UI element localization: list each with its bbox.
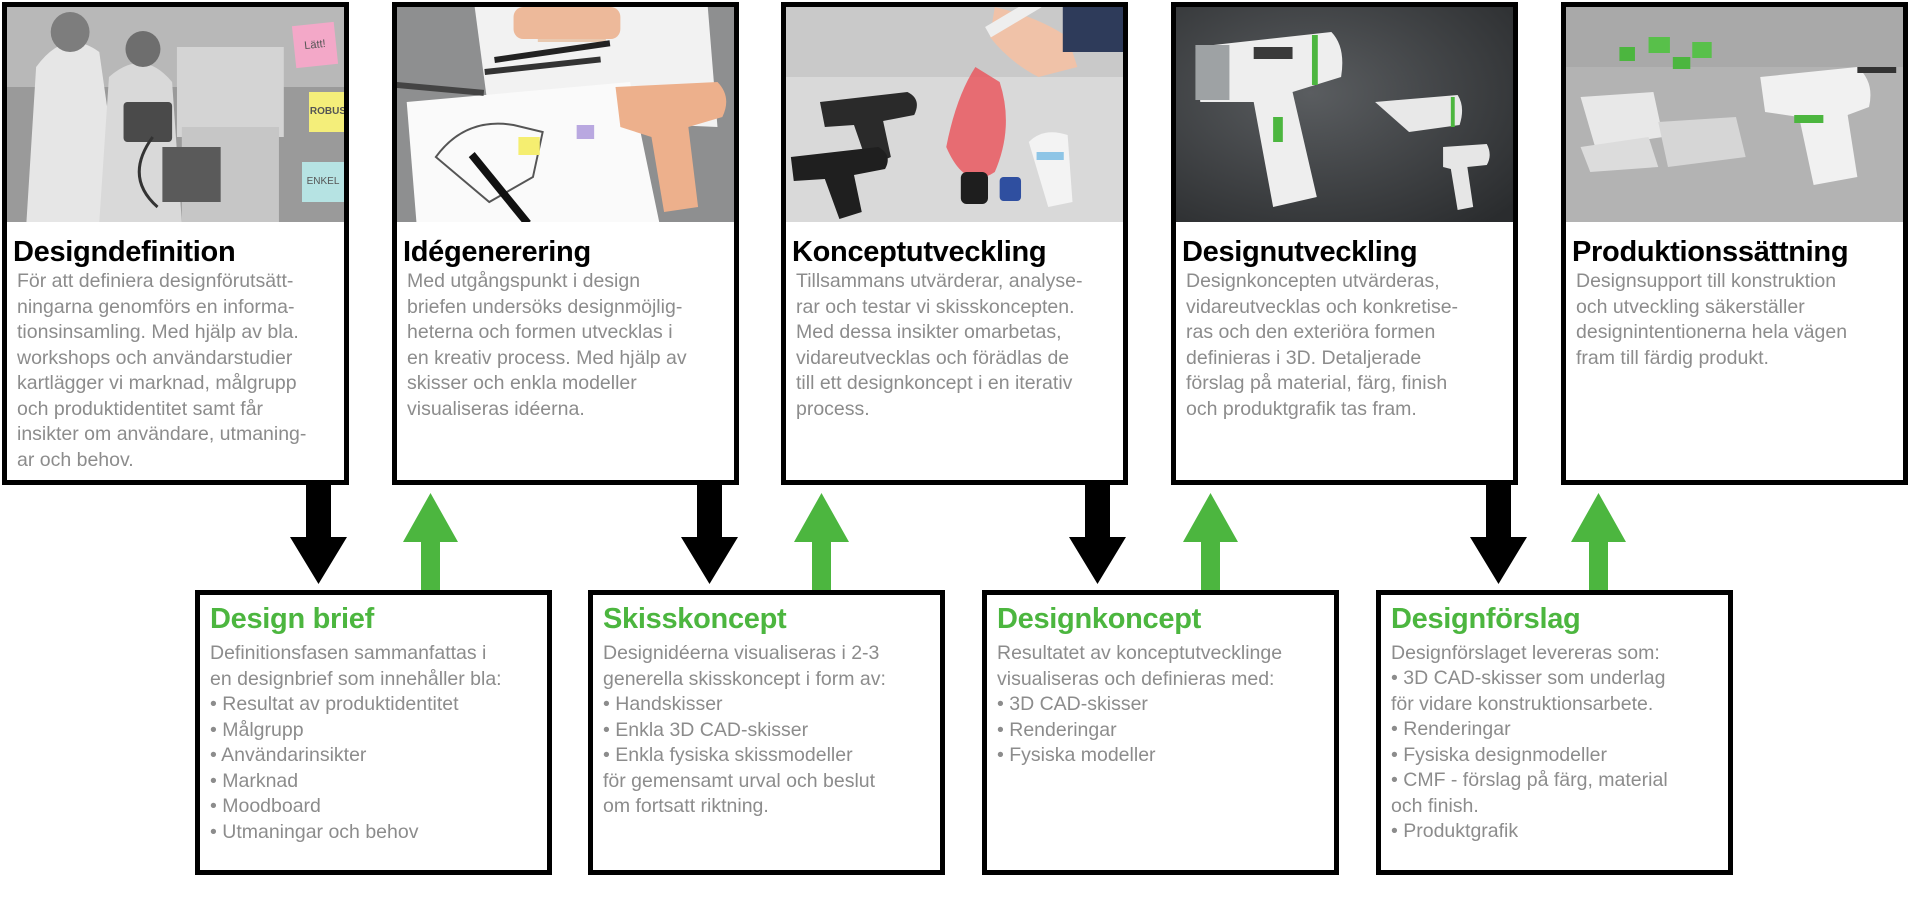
deliverable-list: • 3D CAD-skisser som underlag för vidare… — [1391, 666, 1668, 845]
arrow-down-black — [290, 485, 347, 584]
arrow-up-green — [1183, 493, 1238, 590]
list-item: • Resultat av produktidentitet — [210, 693, 459, 715]
deliverable-list: • 3D CAD-skisser • Renderingar • Fysiska… — [997, 692, 1156, 769]
list-item: • Moodboard — [210, 795, 321, 817]
deliverable-list: • Resultat av produktidentitet • Målgrup… — [210, 692, 459, 845]
sticky-note-robust: ROBUST — [309, 92, 344, 132]
phase-produktionssattning: Produktionssättning Designsupport till k… — [1561, 2, 1908, 485]
phase-title: Produktionssättning — [1572, 236, 1849, 268]
list-item: • Användarinsikter — [210, 744, 367, 766]
phase-description: Designkoncepten utvärderas, vidareutveck… — [1186, 270, 1459, 420]
list-item: • Renderingar — [997, 718, 1117, 741]
arrow-down-black — [681, 485, 738, 584]
deliverable-intro: Definitionsfasen sammanfattas i en desig… — [210, 642, 502, 690]
photo-renderings — [1176, 7, 1513, 222]
phase-idegenerering: Idégenerering Med utgångspunkt i design … — [392, 2, 739, 485]
phase-konceptutveckling: Konceptutveckling Tillsammans utvärderar… — [781, 2, 1128, 485]
deliverable-title: Skisskoncept — [603, 603, 787, 635]
deliverable-title: Design brief — [210, 603, 374, 635]
photo-workshop: Lätt! ROBUST ENKEL — [7, 7, 344, 222]
arrow-down-black — [1069, 485, 1126, 584]
sticky-note-latt: Lätt! — [291, 21, 339, 69]
phase-description: För att definiera designförutsätt- ninga… — [17, 270, 307, 471]
arrow-up-green — [794, 493, 849, 590]
list-item: • Utmaningar och behov — [210, 820, 419, 843]
phase-title: Designutveckling — [1182, 236, 1418, 268]
deliverable-intro: Designförslaget levereras som: — [1391, 642, 1660, 664]
phase-title: Designdefinition — [13, 236, 236, 268]
list-item: • Målgrupp — [210, 718, 304, 741]
deliverable-intro: Designidéerna visualiseras i 2-3 generel… — [603, 642, 886, 690]
photo-prototypes — [786, 7, 1123, 222]
list-item: • Handskisser — [603, 693, 723, 715]
deliverable-title: Designförslag — [1391, 603, 1581, 635]
deliverable-design-brief: Design brief Definitionsfasen sammanfatt… — [195, 590, 552, 875]
list-item: • 3D CAD-skisser — [997, 693, 1148, 715]
list-item: • Fysiska modeller — [997, 744, 1156, 766]
phase-designdefinition: Lätt! ROBUST ENKEL Designdefinition För … — [2, 2, 349, 485]
deliverable-designkoncept: Designkoncept Resultatet av konceptutvec… — [982, 590, 1339, 875]
sticky-note-enkel: ENKEL — [302, 162, 344, 202]
arrow-up-green — [1571, 493, 1626, 590]
deliverable-list: • Handskisser • Enkla 3D CAD-skisser • E… — [603, 692, 875, 820]
phase-title: Konceptutveckling — [792, 236, 1047, 268]
phase-description: Designsupport till konstruktion och utve… — [1576, 270, 1848, 369]
list-item: • Renderingar — [1391, 718, 1511, 740]
arrow-up-green — [403, 493, 458, 590]
list-item: • 3D CAD-skisser som underlag för vidare… — [1391, 667, 1666, 715]
deliverable-title: Designkoncept — [997, 603, 1201, 635]
list-item: • Enkla 3D CAD-skisser — [603, 718, 809, 741]
list-item: • Fysiska designmodeller — [1391, 743, 1607, 766]
phase-designutveckling: Designutveckling Designkoncepten utvärde… — [1171, 2, 1518, 485]
phase-description: Tillsammans utvärderar, analyse- rar och… — [796, 270, 1083, 420]
phase-title: Idégenerering — [403, 236, 591, 268]
arrow-down-black — [1470, 485, 1527, 584]
deliverable-designforslag: Designförslag Designförslaget levereras … — [1376, 590, 1733, 875]
deliverable-intro: Resultatet av konceptutvecklinge visuali… — [997, 642, 1283, 690]
list-item: • Marknad — [210, 769, 299, 792]
photo-sketches — [397, 7, 734, 222]
deliverable-skisskoncept: Skisskoncept Designidéerna visualiseras … — [588, 590, 945, 875]
phase-description: Med utgångspunkt i design briefen unders… — [407, 270, 687, 420]
list-item: • CMF - förslag på färg, material och fi… — [1391, 769, 1668, 817]
photo-production-parts — [1566, 7, 1903, 222]
list-item: • Enkla fysiska skissmodeller för gemens… — [603, 744, 876, 817]
list-item: • Produktgrafik — [1391, 820, 1519, 842]
